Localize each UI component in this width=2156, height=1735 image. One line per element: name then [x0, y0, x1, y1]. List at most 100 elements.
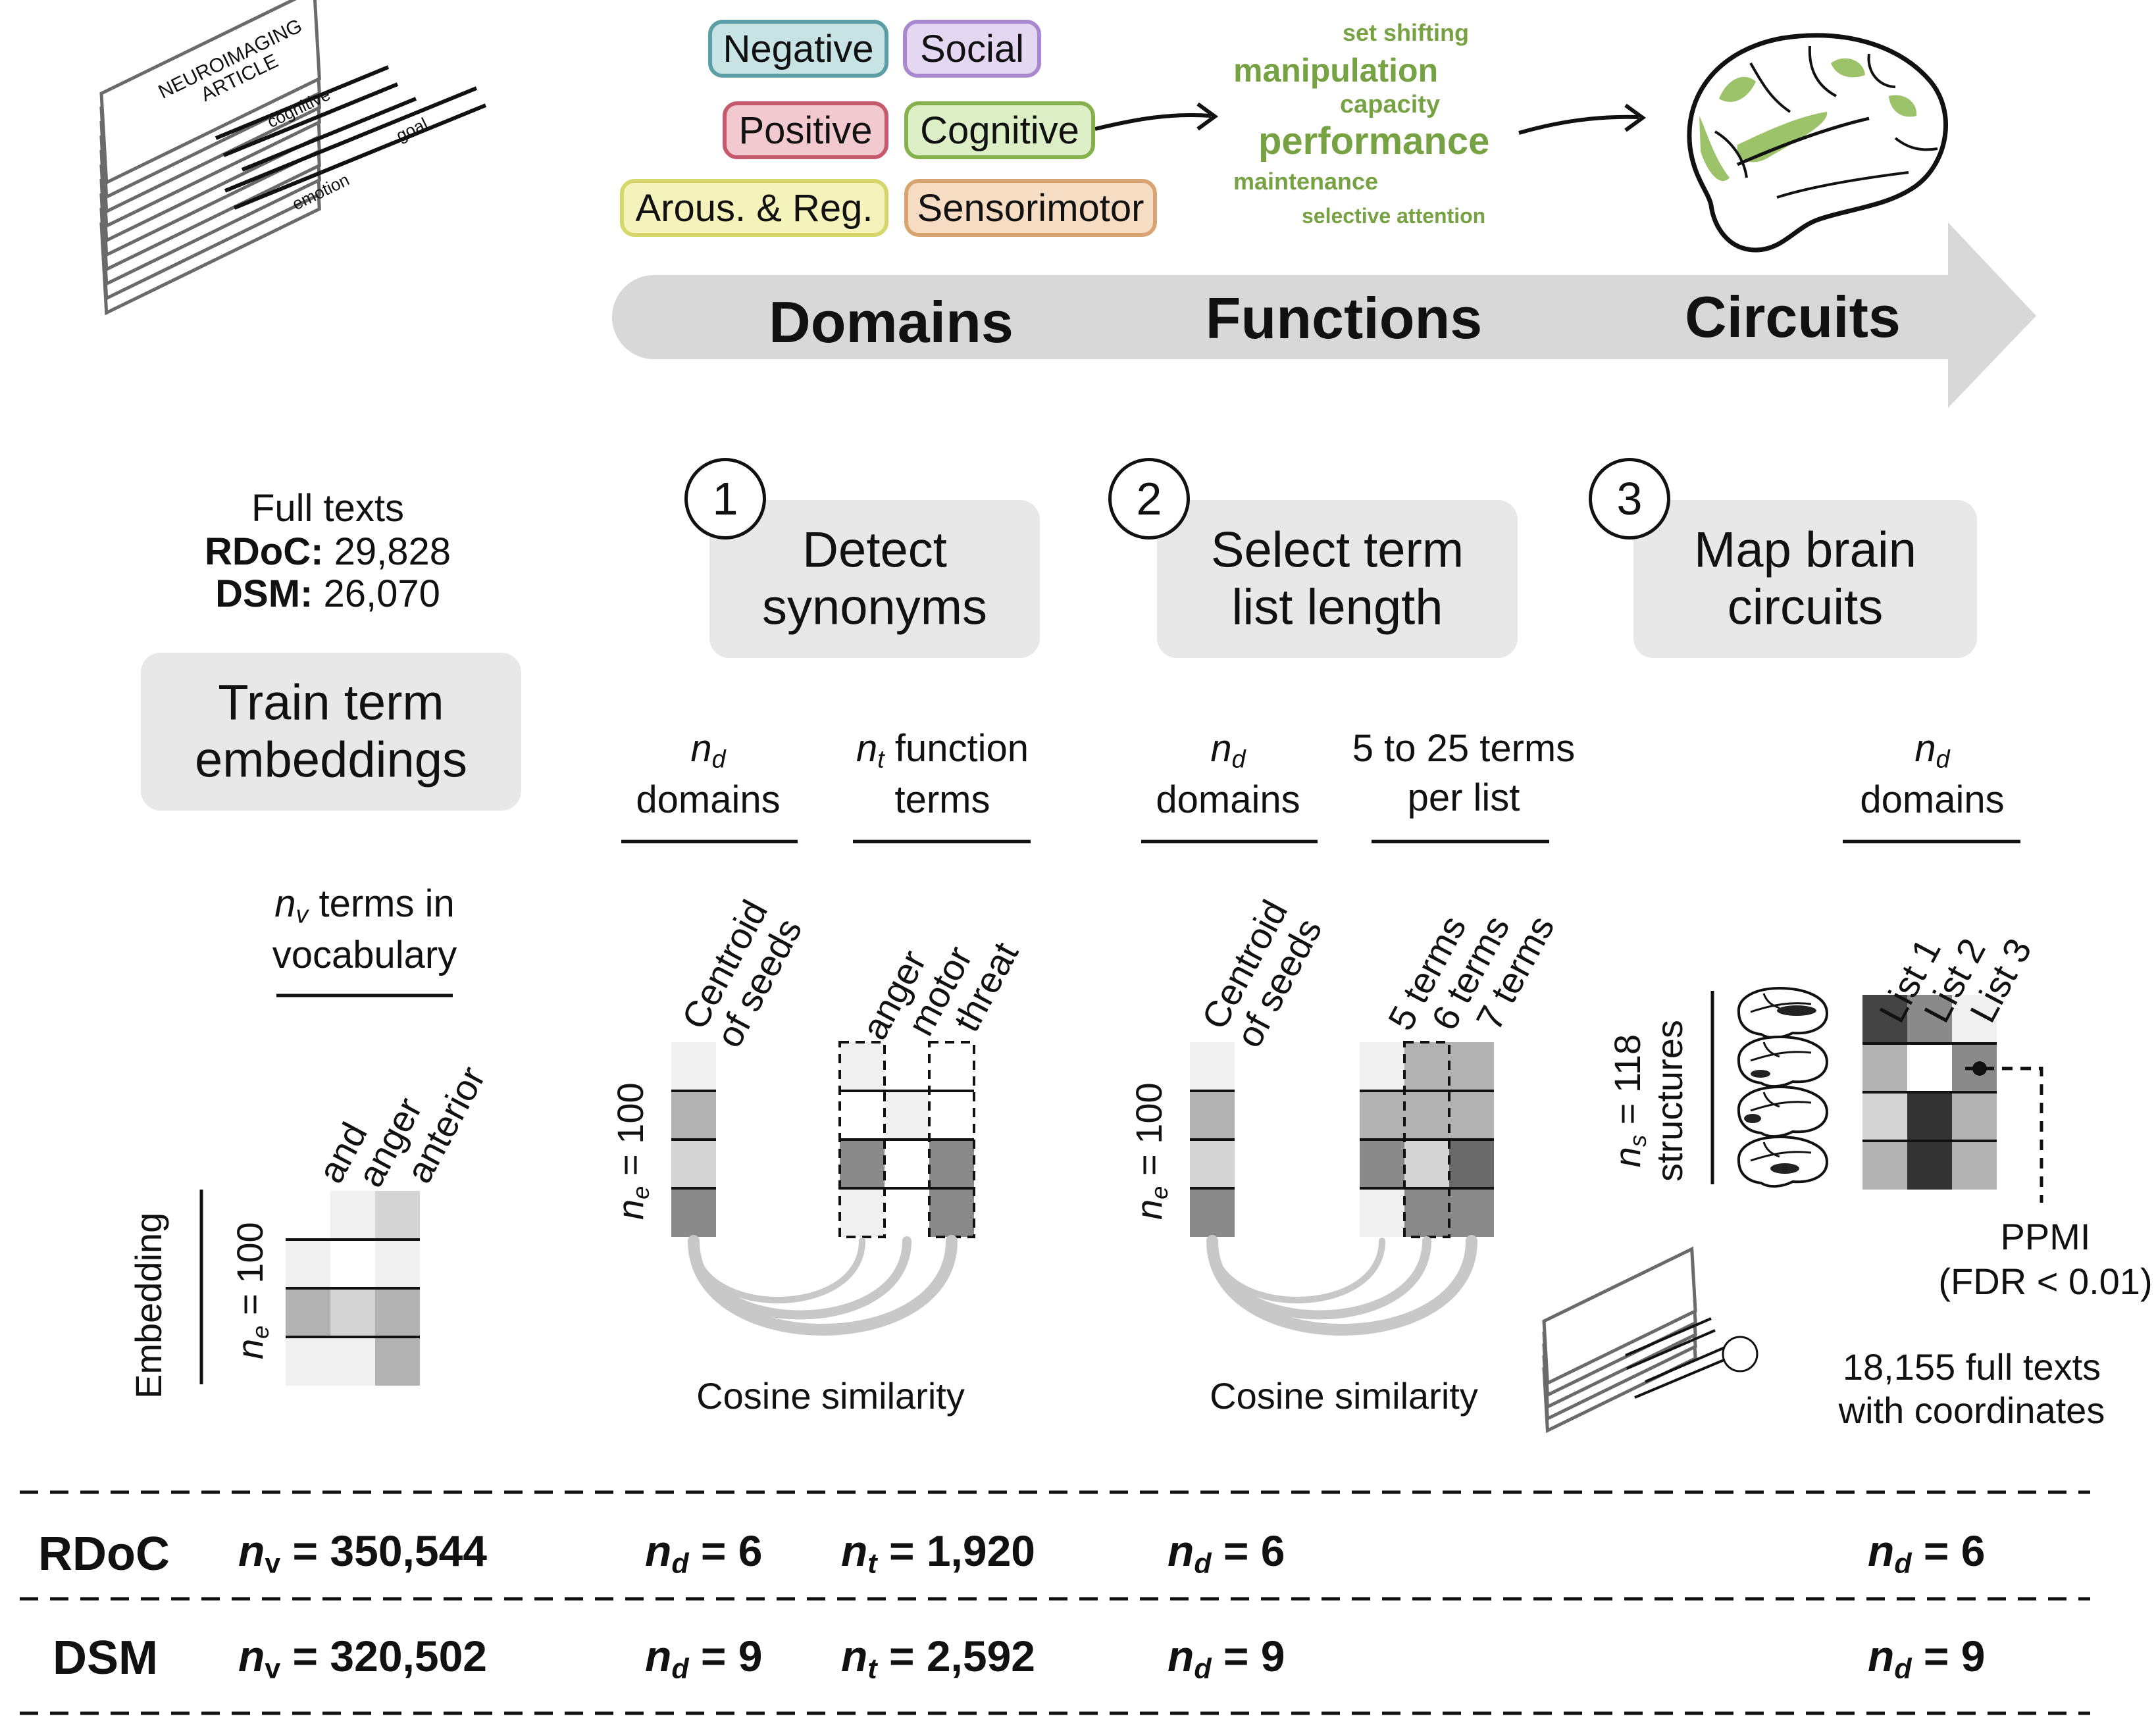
step3-line1: Map brain: [1694, 522, 1916, 578]
step1-centroid-cell: [671, 1042, 716, 1091]
row-rdoc-nt: nt = 1,920: [841, 1529, 1035, 1578]
eq: =: [1911, 1526, 1961, 1575]
step2-line1: Select term: [1210, 522, 1464, 578]
step1-domains-line2: domains: [636, 778, 781, 822]
corpus-rdoc-label: RDoC:: [205, 530, 324, 573]
document-text-line-small: [1625, 1317, 1712, 1357]
nt-subscript: t: [877, 745, 885, 773]
step2-terms-cell: [1360, 1091, 1404, 1140]
eq: =: [688, 1526, 738, 1575]
step2-similarity-arcs: [1206, 1235, 1477, 1336]
nd-subscript: d: [1194, 1653, 1212, 1685]
document-text-line: [224, 86, 478, 193]
row-rdoc-nd1: nd = 6: [645, 1529, 762, 1578]
step2-caption: Cosine similarity: [1210, 1375, 1478, 1417]
step3-cell: [1907, 1092, 1952, 1141]
eq: =: [1211, 1632, 1261, 1680]
step1-label: Detect synonyms: [709, 522, 1040, 637]
emb-ne-label: ne = 100: [229, 1222, 274, 1359]
vocab-header: nv terms in vocabulary: [272, 879, 457, 980]
row-dsm-nd3: nd = 9: [1868, 1634, 1985, 1684]
step1-terms-header: nt function terms: [856, 724, 1029, 825]
nd-subscript: d: [671, 1653, 689, 1685]
nd-value: 9: [738, 1632, 763, 1680]
brain-sulcus: [1762, 1092, 1780, 1108]
step2-term-matrix: [1360, 1041, 1494, 1238]
step3-cell: [1862, 1044, 1907, 1092]
row-dsm-nv: nv = 320,502: [238, 1634, 487, 1684]
corpus-title: Full texts: [251, 487, 405, 530]
step1-terms-cell: [840, 1188, 885, 1237]
domain-tag-cognitive: Cognitive: [904, 101, 1095, 159]
row-dsm-name: DSM: [53, 1632, 158, 1684]
embedding-cell: [330, 1337, 375, 1386]
nd-symbol: n: [1168, 1526, 1194, 1575]
step2-terms-cell: [1360, 1042, 1404, 1091]
nd-subscript: d: [1231, 745, 1246, 773]
small-brain-icon: [1722, 1336, 1758, 1372]
step2-terms-cell: [1449, 1188, 1494, 1237]
embedding-cell: [286, 1337, 330, 1386]
ne-rest: = 100: [229, 1222, 270, 1326]
nd-symbol: n: [645, 1632, 672, 1680]
nt-subscript: t: [867, 1547, 877, 1580]
nt-rest: function: [884, 727, 1029, 770]
step1-caption: Cosine similarity: [696, 1375, 965, 1417]
coords-line1: 18,155 full texts: [1842, 1346, 2101, 1388]
train-line1: Train term: [218, 674, 444, 731]
domain-tag-social: Social: [903, 20, 1041, 78]
step1-number-badge: 1: [684, 458, 766, 540]
step2-arc: [1206, 1235, 1477, 1336]
train-line2: embeddings: [194, 732, 468, 788]
step3-line2: circuits: [1727, 580, 1884, 636]
ne-symbol: n: [229, 1338, 270, 1359]
ppmi-label-line2: (FDR < 0.01): [1938, 1261, 2153, 1302]
brain-sulcus: [1762, 1042, 1780, 1058]
brain-outline: [1737, 1085, 1829, 1138]
brain-sulcus: [1750, 1051, 1812, 1062]
step2-terms-cell: [1404, 1091, 1449, 1140]
nd-subscript: d: [1894, 1653, 1912, 1685]
nd-symbol: n: [1168, 1632, 1194, 1680]
document-text-line: [215, 65, 390, 140]
step1-terms-cell: [885, 1042, 929, 1091]
step1-terms-cell: [929, 1091, 974, 1140]
ne-symbol: n: [1128, 1199, 1169, 1220]
step2-domains-sym: nd: [1156, 724, 1300, 775]
step1-highlight-anger: [838, 1041, 886, 1238]
nt-symbol: n: [841, 1632, 868, 1680]
embedding-cell: [286, 1288, 330, 1337]
step2-terms-cell: [1449, 1140, 1494, 1188]
eq: =: [280, 1526, 330, 1575]
embedding-cell: [375, 1240, 420, 1288]
step3-domains-line2: domains: [1860, 778, 2005, 822]
step1-domains-sym: nd: [636, 724, 780, 775]
step2-terms-cell: [1360, 1188, 1404, 1237]
brain-sulcus: [1762, 993, 1780, 1009]
step1-terms-cell: [929, 1140, 974, 1188]
ppmi-leader-line: [1965, 1067, 2043, 1203]
embedding-cell: [330, 1191, 375, 1240]
step3-cell: [1952, 1141, 1997, 1190]
step1-arc: [688, 1235, 958, 1336]
embedding-matrix: [286, 1191, 420, 1386]
corpus-rdoc-value: 29,828: [334, 530, 451, 573]
arrow-label-functions: Functions: [1205, 286, 1483, 351]
arrow-to-brain: [1518, 114, 1639, 135]
nd-value: 9: [1260, 1632, 1285, 1680]
nd-value: 6: [1961, 1526, 1986, 1575]
step3-structures-label: ns = 118 structures: [1606, 1020, 1690, 1182]
nd-subscript: d: [1936, 745, 1950, 773]
corpus-dsm-label: DSM:: [215, 572, 313, 615]
arrow-to-wordcloud: [1094, 113, 1212, 131]
eq: =: [280, 1632, 330, 1680]
ppmi-label-line1: PPMI: [2000, 1216, 2091, 1257]
step3-cell: [1952, 1092, 1997, 1141]
brain-sulcus: [1762, 1142, 1780, 1158]
domain-tag-arousal-regulation: Arous. & Reg.: [620, 179, 888, 237]
step1-centroid-column: [671, 1042, 716, 1237]
step2-centroid-cell: [1190, 1042, 1235, 1091]
step1-terms-cell: [885, 1091, 929, 1140]
